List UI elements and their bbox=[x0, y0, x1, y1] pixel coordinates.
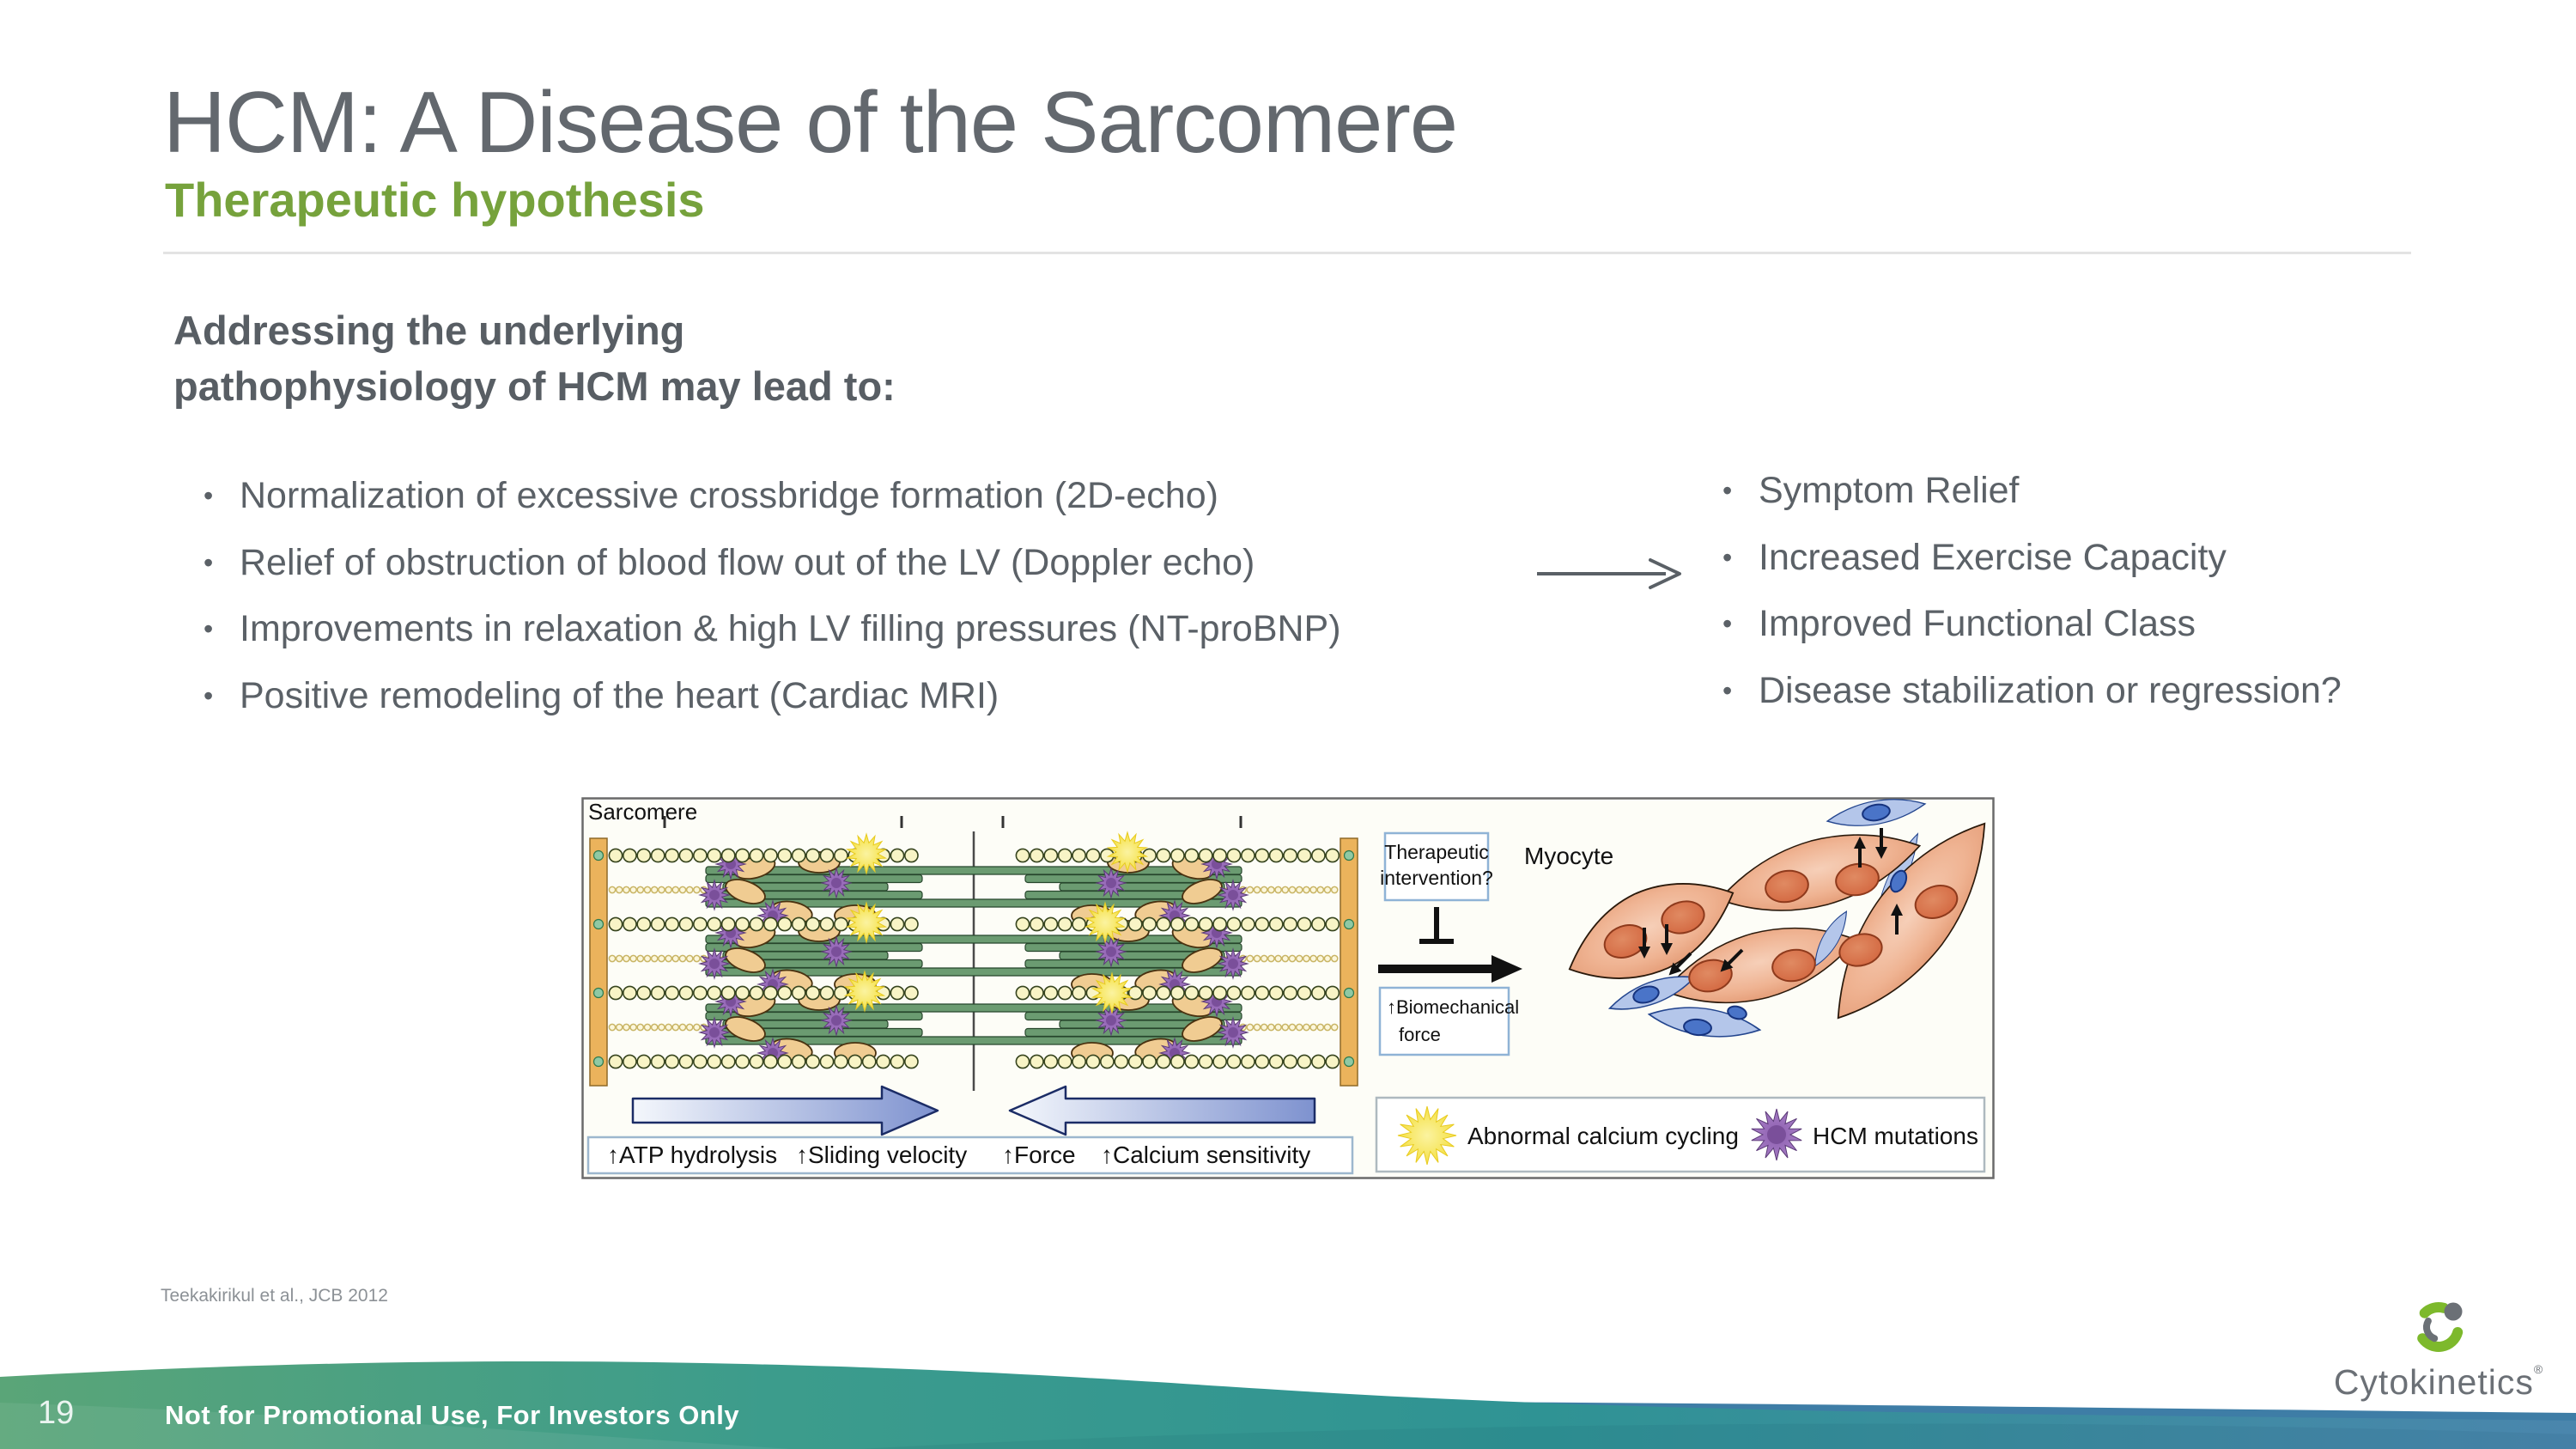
biomech-line1: ↑Biomechanical bbox=[1387, 996, 1519, 1018]
bullet-dot: • bbox=[204, 480, 214, 512]
myocyte-label: Myocyte bbox=[1524, 843, 1613, 869]
list-item: • Improvements in relaxation & high LV fi… bbox=[204, 596, 1341, 663]
page-subtitle: Therapeutic hypothesis bbox=[165, 173, 705, 227]
list-item: • Increased Exercise Capacity bbox=[1722, 525, 2342, 592]
bullet-dot: • bbox=[1722, 674, 1733, 706]
bullet-text: Increased Exercise Capacity bbox=[1759, 536, 2227, 578]
myocyte-nuclei bbox=[1603, 862, 1959, 993]
z-disc-dots bbox=[592, 849, 1355, 1068]
cytokinetics-logo: Cytokinetics® bbox=[2318, 1300, 2559, 1400]
legend-icons bbox=[1397, 1105, 1802, 1166]
bullet-text: Improvements in relaxation & high LV fil… bbox=[240, 608, 1341, 650]
effect-label-force: ↑Force bbox=[1002, 1142, 1076, 1168]
list-item: • Symptom Relief bbox=[1722, 458, 2342, 525]
effect-label-atp: ↑ATP hydrolysis bbox=[607, 1142, 777, 1168]
registered-mark: ® bbox=[2533, 1362, 2544, 1376]
calcium-cycling-stars bbox=[843, 831, 1149, 1014]
therapeutic-box-line1: Therapeutic bbox=[1384, 841, 1488, 863]
effect-label-sliding: ↑Sliding velocity bbox=[796, 1142, 967, 1168]
figure-legend-box bbox=[1375, 1096, 1986, 1173]
legend-hcm-label: HCM mutations bbox=[1813, 1123, 1978, 1149]
titin-coils bbox=[608, 886, 1339, 1032]
bullet-dot: • bbox=[204, 679, 214, 711]
section-heading: Addressing the underlying pathophysiolog… bbox=[173, 307, 896, 409]
list-item: • Positive remodeling of the heart (Cardi… bbox=[204, 663, 1341, 730]
divider-line bbox=[163, 252, 2411, 254]
causal-arrow-icon bbox=[1378, 955, 1522, 983]
legend-abnormal-label: Abnormal calcium cycling bbox=[1467, 1123, 1739, 1149]
bullet-text: Improved Functional Class bbox=[1759, 603, 2196, 645]
sarcomere-label: Sarcomere bbox=[588, 799, 697, 825]
footer-wave bbox=[0, 1361, 2576, 1449]
z-discs bbox=[589, 837, 1358, 1087]
bullet-text: Positive remodeling of the heart (Cardia… bbox=[240, 674, 999, 716]
fibroblast-nuclei bbox=[1632, 803, 1908, 1037]
bullet-text: Symptom Relief bbox=[1759, 470, 2020, 512]
page-number: 19 bbox=[38, 1395, 75, 1431]
biomechanical-force-box bbox=[1378, 986, 1510, 1056]
sliding-arrows bbox=[631, 1085, 1316, 1136]
bullet-text: Disease stabilization or regression? bbox=[1759, 669, 2342, 711]
list-item: • Relief of obstruction of blood flow out… bbox=[204, 530, 1341, 597]
bullet-text: Relief of obstruction of blood flow out … bbox=[240, 541, 1255, 583]
actin-filaments bbox=[608, 848, 1340, 1069]
bullet-dot: • bbox=[204, 546, 214, 578]
page-title: HCM: A Disease of the Sarcomere bbox=[163, 75, 1458, 171]
logo-wordmark: Cytokinetics® bbox=[2333, 1362, 2544, 1402]
bullet-list-left: • Normalization of excessive crossbridge … bbox=[204, 463, 1341, 729]
bullet-dot: • bbox=[1722, 475, 1733, 507]
sarcomere-ticks bbox=[663, 816, 1242, 828]
sarcomere-effects-box bbox=[586, 1135, 1354, 1175]
effect-label-calcium: ↑Calcium sensitivity bbox=[1101, 1142, 1310, 1168]
bullet-dot: • bbox=[1722, 541, 1733, 573]
right-arrow-icon bbox=[1537, 558, 1681, 589]
biomech-line2: force bbox=[1399, 1024, 1441, 1045]
sarcomere-figure: Sarcomere bbox=[581, 797, 1995, 1179]
list-item: • Disease stabilization or regression? bbox=[1722, 658, 2342, 725]
list-item: • Improved Functional Class bbox=[1722, 591, 2342, 658]
bullet-list-right: • Symptom Relief • Increased Exercise Capa… bbox=[1722, 458, 2342, 724]
list-item: • Normalization of excessive crossbridge … bbox=[204, 463, 1341, 530]
bullet-dot: • bbox=[204, 613, 214, 645]
therapeutic-intervention-box bbox=[1383, 831, 1490, 902]
inhibition-tbar-icon bbox=[1419, 907, 1454, 944]
citation: Teekakirikul et al., JCB 2012 bbox=[161, 1286, 388, 1306]
therapeutic-box-line2: intervention? bbox=[1380, 867, 1493, 889]
bullet-text: Normalization of excessive crossbridge f… bbox=[240, 475, 1218, 517]
hcm-mutation-stars bbox=[698, 848, 1249, 1069]
stress-arrows bbox=[1638, 828, 1903, 976]
cytokinetics-logo-icon bbox=[2417, 1302, 2464, 1352]
bullet-dot: • bbox=[1722, 608, 1733, 640]
footer-disclaimer: Not for Promotional Use, For Investors O… bbox=[165, 1400, 740, 1430]
